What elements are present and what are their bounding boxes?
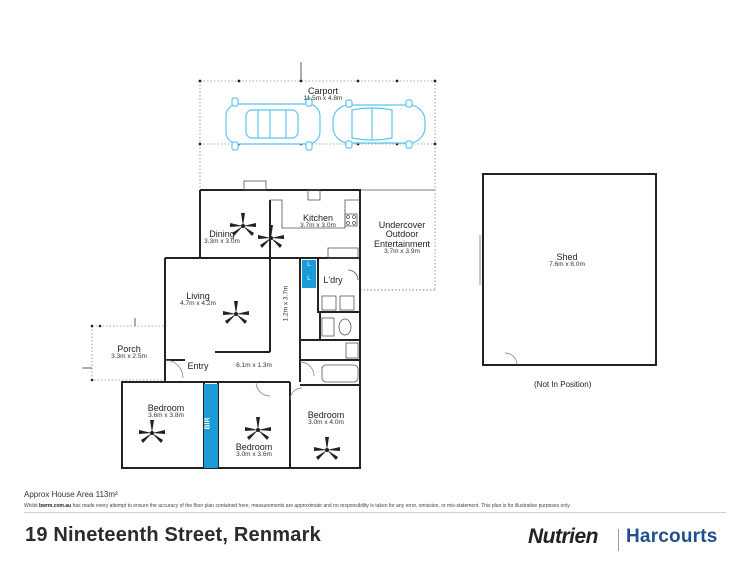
disclaimer: Whilst bwrm.com.au has made every attemp… bbox=[24, 503, 571, 509]
laundry-name: L'dry bbox=[323, 275, 343, 285]
outdoor-dims: 3.7m x 3.9m bbox=[384, 248, 420, 256]
linen-cupboard-b bbox=[302, 274, 316, 288]
linen-a-name: L bbox=[307, 261, 311, 268]
disclaimer-site-link[interactable]: bwrm.com.au bbox=[39, 503, 72, 509]
outdoor-area bbox=[360, 189, 435, 291]
harcourts-logo: Harcourts bbox=[626, 526, 718, 547]
linen-cupboard-a bbox=[302, 260, 316, 274]
porch-posts bbox=[90, 324, 102, 382]
footer-divider bbox=[24, 512, 726, 513]
bedroom2-name: Bedroom bbox=[235, 442, 273, 452]
kitchen-name: Kitchen bbox=[302, 213, 334, 223]
dining-name: Dining bbox=[209, 229, 235, 239]
dining-dims: 3.3m x 3.0m bbox=[204, 238, 240, 246]
linen-a-label: L bbox=[307, 261, 311, 269]
laundry-label: L'dry bbox=[323, 275, 343, 285]
linen-b-label: L bbox=[307, 275, 311, 283]
nutrien-logo: Nutrien bbox=[528, 525, 599, 548]
bathroom-fixtures bbox=[321, 317, 359, 383]
hall-label: 6.1m x 1.3m bbox=[236, 362, 272, 370]
bedroom2-dims: 3.0m x 3.6m bbox=[236, 451, 272, 459]
carport-dims: 11.5m x 4.8m bbox=[303, 95, 343, 103]
car-sedan bbox=[332, 99, 426, 149]
not-in-position-note: (Not In Position) bbox=[534, 380, 592, 389]
kitchen-counters bbox=[270, 189, 360, 259]
outdoor-name-line2: Outdoor bbox=[385, 229, 419, 240]
bedroom3-label: Bedroom 3.0m x 4.0m bbox=[307, 410, 345, 427]
bir-label: BIR bbox=[204, 417, 212, 430]
doors bbox=[164, 352, 518, 401]
bedroom1-label: Bedroom 3.6m x 3.8m bbox=[147, 403, 185, 420]
bir-wardrobe bbox=[204, 384, 218, 468]
carport-label: Carport 11.5m x 4.8m bbox=[303, 86, 343, 103]
shed-name: Shed bbox=[556, 252, 578, 262]
outdoor-name-line1: Undercover bbox=[378, 220, 426, 230]
kitchen-label: Kitchen 3.7m x 3.0m bbox=[300, 213, 336, 230]
living-dims: 4.7m x 4.2m bbox=[180, 300, 216, 308]
hall-vertical-dims: 1.2m x 3.7m bbox=[282, 285, 290, 322]
outdoor-label: Undercover Outdoor Entertainment 3.7m x … bbox=[373, 220, 431, 256]
living-name: Living bbox=[186, 291, 210, 301]
outdoor-name-line3: Entertainment bbox=[373, 238, 431, 249]
bedroom1-name: Bedroom bbox=[147, 403, 185, 413]
shed-label: Shed 7.6m x 8.0m bbox=[549, 252, 585, 269]
laundry-fixtures bbox=[321, 269, 359, 311]
disclaimer-pre: Whilst bbox=[24, 503, 39, 509]
disclaimer-post: has made every attempt to ensure the acc… bbox=[71, 503, 571, 509]
hall-dims: 6.1m x 1.3m bbox=[236, 362, 272, 369]
entry-name: Entry bbox=[187, 361, 209, 371]
bedroom2-label: Bedroom 3.0m x 3.6m bbox=[235, 442, 273, 459]
dining-label: Dining 3.3m x 3.0m bbox=[204, 229, 240, 246]
logo-separator bbox=[618, 529, 619, 551]
carport-name: Carport bbox=[307, 86, 338, 96]
kitchen-dims: 3.7m x 3.0m bbox=[300, 222, 336, 230]
property-address: 19 Nineteenth Street, Renmark bbox=[25, 524, 321, 546]
porch-label: Porch 3.3m x 2.5m bbox=[111, 344, 147, 361]
porch-dims: 3.3m x 2.5m bbox=[111, 353, 147, 361]
bedroom1-dims: 3.6m x 3.8m bbox=[148, 412, 184, 420]
bedroom3-name: Bedroom bbox=[307, 410, 345, 420]
linen-b-name: L bbox=[307, 275, 311, 282]
shed-dims: 7.6m x 8.0m bbox=[549, 261, 585, 269]
porch-name: Porch bbox=[117, 344, 141, 354]
car-suv bbox=[225, 97, 321, 151]
shed-outline bbox=[482, 173, 657, 366]
house-area: Approx House Area 113m² bbox=[24, 490, 118, 499]
carport-door bbox=[243, 180, 267, 191]
bedroom3-dims: 3.0m x 4.0m bbox=[308, 419, 344, 427]
ceiling-fans bbox=[139, 213, 340, 460]
living-label: Living 4.7m x 4.2m bbox=[180, 291, 216, 308]
entry-label: Entry bbox=[187, 361, 209, 371]
